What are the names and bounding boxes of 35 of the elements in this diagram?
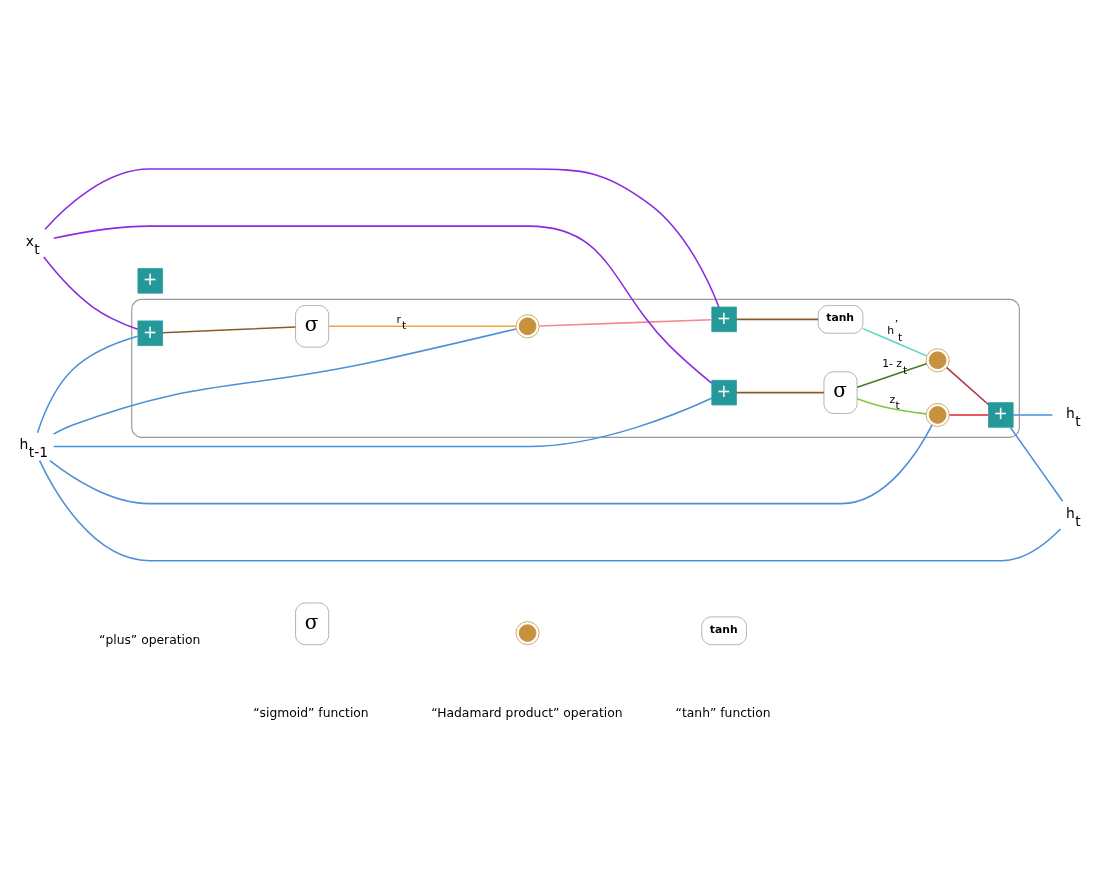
node-box: tanh <box>817 304 864 334</box>
node-box: σ <box>823 370 858 414</box>
connector <box>36 334 139 433</box>
node-box: + <box>988 401 1014 428</box>
legend-label: “tanh” function <box>675 705 771 720</box>
connector <box>856 397 927 415</box>
connector <box>1012 413 1054 416</box>
connector <box>945 366 990 405</box>
connector <box>735 318 819 320</box>
connector <box>52 327 517 435</box>
legend-label: “sigmoid” function <box>253 705 369 720</box>
node-box: σ <box>295 602 330 645</box>
node-box: σ <box>295 304 330 348</box>
node-box: + <box>711 379 737 405</box>
connector <box>52 224 713 384</box>
connector <box>49 423 933 504</box>
node-box: + <box>137 320 163 346</box>
connector <box>948 413 990 416</box>
connector <box>162 325 297 334</box>
node-box: + <box>711 306 737 332</box>
connector <box>43 255 139 330</box>
connector <box>856 362 928 388</box>
connector <box>1009 426 1064 502</box>
connector <box>735 391 825 393</box>
node-box: tanh <box>701 616 747 645</box>
legend-label: “Hadamard product” operation <box>431 705 623 720</box>
node-box: + <box>137 267 163 294</box>
legend-label: “plus” operation <box>99 632 201 647</box>
connector <box>44 167 720 308</box>
connector <box>52 397 713 447</box>
cluster <box>131 298 1020 438</box>
connector <box>328 325 517 327</box>
connector <box>538 318 713 327</box>
connector <box>862 327 928 357</box>
connector <box>38 459 1062 561</box>
